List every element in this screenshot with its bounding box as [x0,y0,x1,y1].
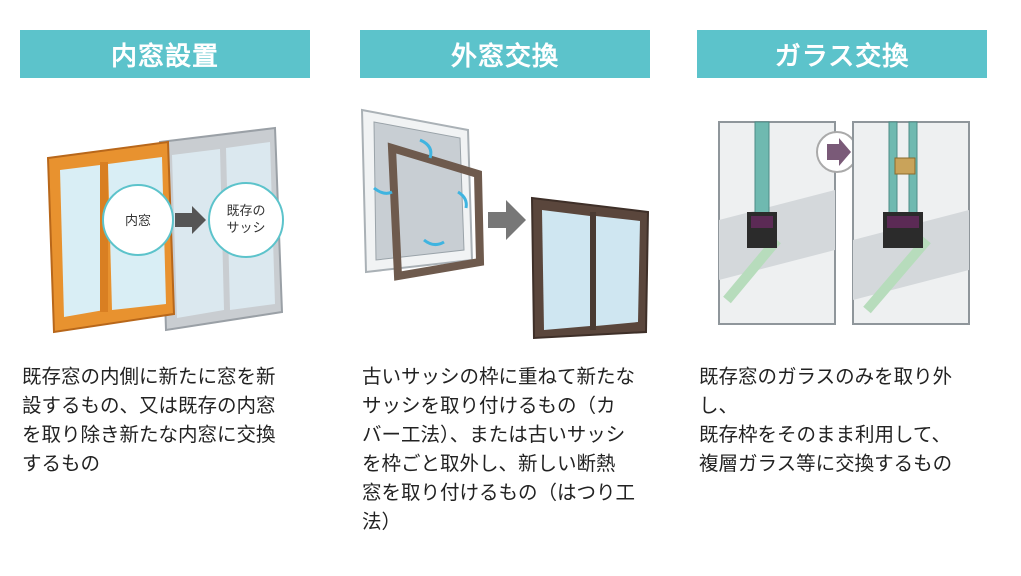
column-inner-window: 内窓設置 内窓 既存の サッシ 既存窓の内側に新たに窓を新 設するもの、又は既存… [20,0,310,576]
column-glass-replace: ガラス交換 既存窓のガラスのみを取り外し、 既存枠をそのまま利用して、 複層ガラ… [697,0,987,576]
existing-sash-circle [208,182,284,258]
arrow-right-icon [827,138,851,166]
arrow-right-icon [488,200,526,240]
inner-window-circle [102,184,174,256]
inner-window-illustration: 内窓 既存の サッシ [46,126,284,334]
outer-window-illustration [360,108,650,340]
glass-replace-illustration [718,121,970,325]
inner-window-title: 内窓設置 [20,30,310,78]
svg-text:既存の: 既存の [226,204,265,219]
inner-window-description: 既存窓の内側に新たに窓を新 設するもの、又は既存の内窓 を取り除き新たな内窓に交… [22,365,276,475]
outer-window-description: 古いサッシの枠に重ねて新たな サッシを取り付けるもの（カ バー工法）、または古い… [362,365,636,533]
inner-window-circle-label: 内窓 [125,213,151,229]
outer-window-title: 外窓交換 [360,30,650,78]
column-outer-window: 外窓交換 古いサッシの枠に重ねて新たな サッシを取り付けるもの（カ バー工法）、… [360,0,650,576]
glass-replace-description: 既存窓のガラスのみを取り外し、 既存枠をそのまま利用して、 複層ガラス等に交換す… [699,365,953,475]
glass-replace-title: ガラス交換 [697,30,987,78]
arrow-right-icon [175,206,206,234]
svg-text:サッシ: サッシ [226,221,265,236]
